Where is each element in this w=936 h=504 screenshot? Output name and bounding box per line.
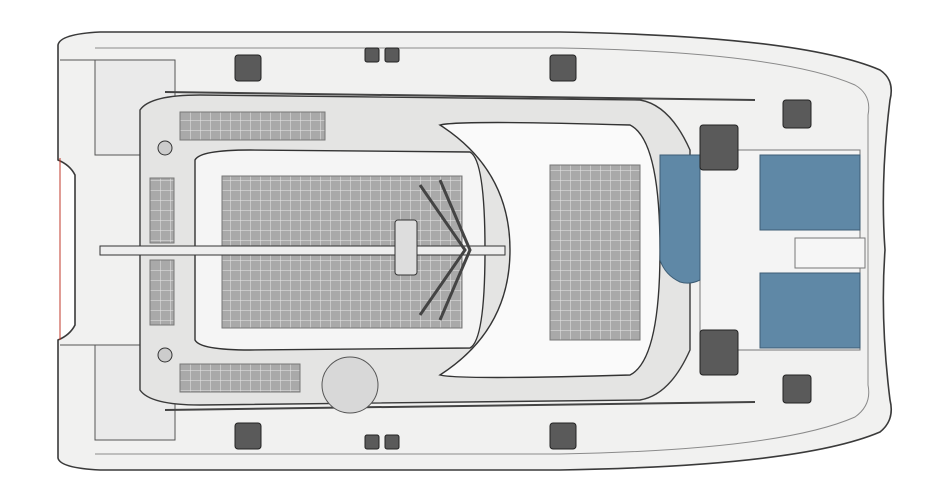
solar-panel-stern-top: [149, 177, 175, 244]
deck-hatches: [234, 47, 812, 450]
mast-base: [394, 219, 418, 276]
cushion-cockpit: [659, 154, 701, 284]
spiral-stair: [321, 356, 379, 414]
side-rail-bottom: [164, 401, 756, 411]
solar-panel-fore: [549, 164, 641, 341]
solar-panel-stern-bottom: [149, 259, 175, 326]
boom: [99, 245, 506, 256]
solar-panel-aft-top: [179, 111, 326, 141]
table-fore: [794, 237, 866, 269]
side-rail-top: [164, 91, 756, 101]
hull-inner-line: [95, 47, 870, 455]
spreaders: [418, 179, 472, 321]
solar-panel-aft-bottom: [179, 363, 301, 393]
cushion-fore-top: [759, 154, 861, 231]
cushion-fore-bottom: [759, 272, 861, 349]
winch-bottom: [157, 347, 173, 363]
winch-top: [157, 140, 173, 156]
